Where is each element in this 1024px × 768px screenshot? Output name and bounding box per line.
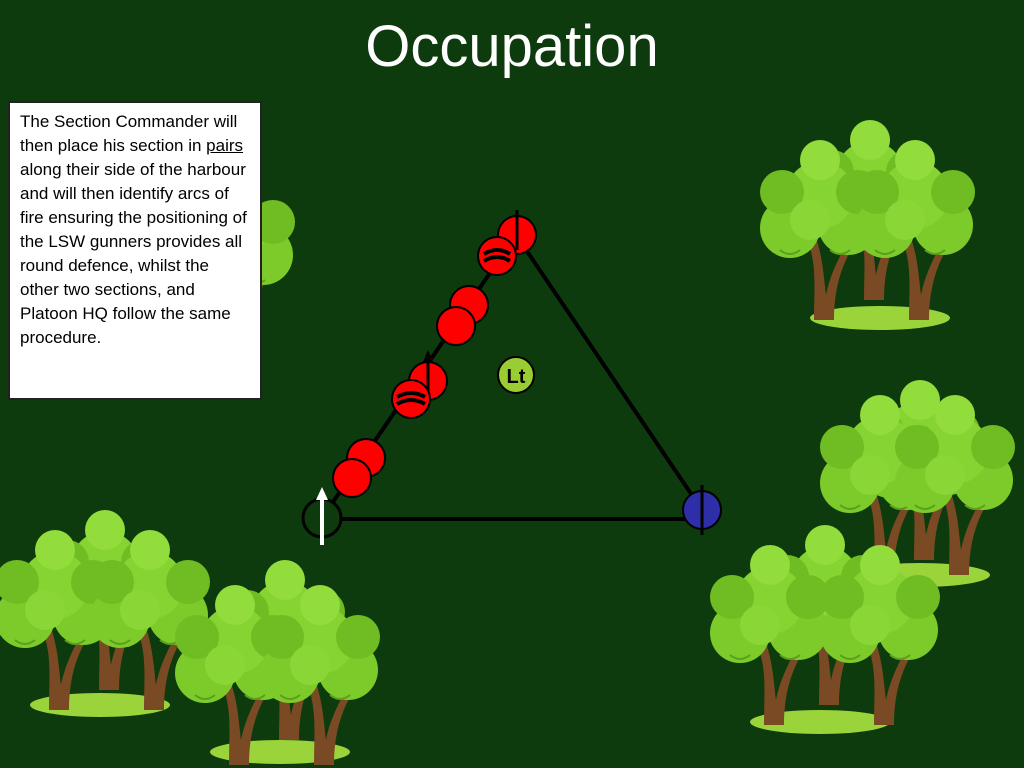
lsw-gunner-icon	[482, 248, 512, 263]
tree-group-bottom-right	[709, 524, 941, 734]
note-text-after: along their side of the harbour and will…	[20, 160, 247, 347]
soldier-marker	[436, 306, 476, 346]
arrow-head	[316, 487, 328, 500]
note-text-before: The Section Commander will then place hi…	[20, 112, 238, 155]
section-soldiers	[332, 210, 537, 498]
slide-title: Occupation	[365, 14, 659, 79]
corner-position-left	[301, 487, 343, 545]
explanation-textbox: The Section Commander will then place hi…	[8, 101, 262, 400]
corner-position-right	[682, 485, 722, 535]
soldier-marker	[332, 458, 372, 498]
tree-group-top-right	[759, 119, 976, 330]
platoon-commander: Lt	[497, 356, 535, 394]
lsw-gunner-icon	[396, 391, 426, 406]
platoon-commander-label: Lt	[507, 366, 526, 388]
note-emphasis: pairs	[206, 136, 244, 155]
harbour-edge-right	[514, 233, 704, 512]
arrow-head	[423, 350, 433, 362]
platoon-commander-marker	[497, 356, 535, 394]
tree-group-middle-right	[819, 379, 1016, 587]
